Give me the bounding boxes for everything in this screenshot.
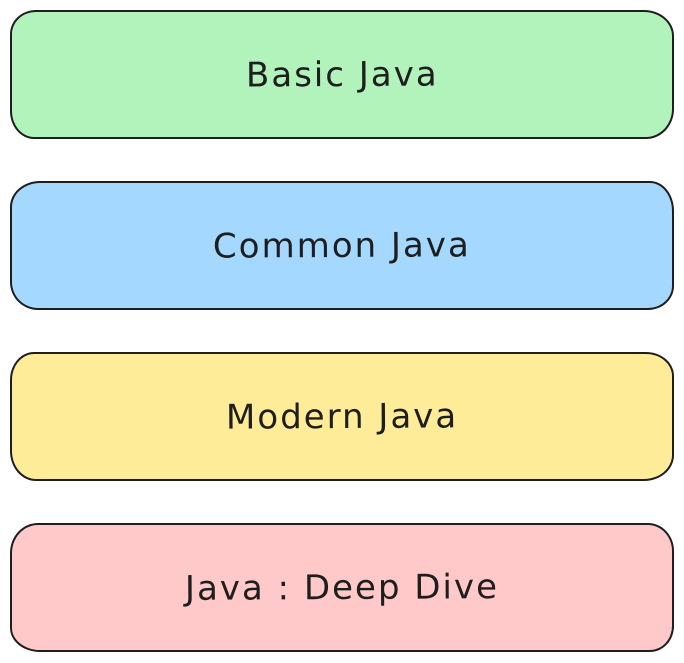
topic-box-basic-java[interactable]: Basic Java: [10, 10, 674, 139]
topic-box-label: Modern Java: [225, 395, 459, 438]
topic-box-common-java[interactable]: Common Java: [10, 181, 674, 310]
topic-box-modern-java[interactable]: Modern Java: [10, 352, 674, 481]
topic-box-label: Basic Java: [245, 53, 439, 96]
topic-box-java-deep-dive[interactable]: Java : Deep Dive: [10, 523, 674, 652]
topic-box-label: Common Java: [213, 224, 471, 267]
topic-box-label: Java : Deep Dive: [184, 566, 500, 609]
